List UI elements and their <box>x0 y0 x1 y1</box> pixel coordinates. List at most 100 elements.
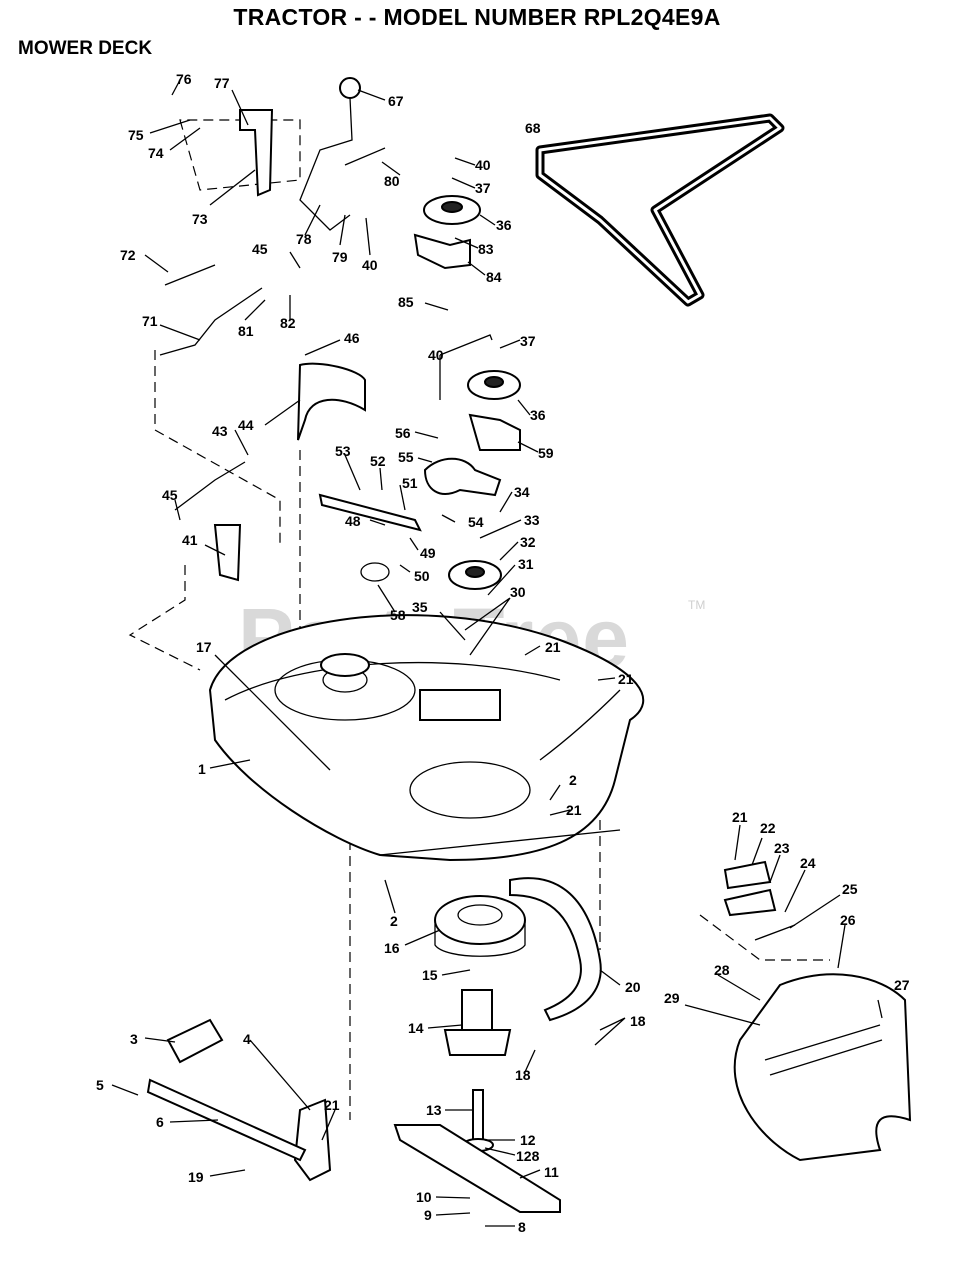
callout-18b: 18 <box>515 1067 531 1083</box>
callout-34: 34 <box>514 484 530 500</box>
callout-81: 81 <box>238 323 254 339</box>
callout-21e: 21 <box>732 809 748 825</box>
callout-79: 79 <box>332 249 348 265</box>
spindle-housing-14 <box>443 989 512 1056</box>
callout-4: 4 <box>243 1031 251 1047</box>
callout-2a: 2 <box>569 772 577 788</box>
callout-56: 56 <box>395 425 411 441</box>
callout-51: 51 <box>402 475 418 491</box>
callout-37b: 37 <box>520 333 536 349</box>
arm-53 <box>318 493 422 532</box>
callout-71: 71 <box>142 313 158 329</box>
callout-17: 17 <box>196 639 212 655</box>
stabilizer-6 <box>146 1078 307 1162</box>
spindle-pulley-32 <box>448 560 502 590</box>
callout-85: 85 <box>398 294 414 310</box>
callout-21b: 21 <box>618 671 634 687</box>
callout-1: 1 <box>198 761 206 777</box>
callout-74: 74 <box>148 145 164 161</box>
callout-40c: 40 <box>428 347 444 363</box>
idler-pulley-36b <box>467 370 521 400</box>
callout-21d: 21 <box>324 1097 340 1113</box>
blade-11 <box>393 1124 561 1213</box>
callout-48: 48 <box>345 513 361 529</box>
pulley-on-deck <box>320 653 370 677</box>
callout-3: 3 <box>130 1031 138 1047</box>
handle-grip-80 <box>344 147 386 166</box>
upper-pulley-36a <box>423 195 481 225</box>
callout-11: 11 <box>544 1164 559 1180</box>
callout-35: 35 <box>412 599 428 615</box>
callout-53: 53 <box>335 443 351 459</box>
lift-link-71 <box>159 287 263 356</box>
callout-49: 49 <box>420 545 436 561</box>
callout-78: 78 <box>296 231 312 247</box>
belt-68 <box>535 113 785 307</box>
idler-arm-55 <box>423 457 502 497</box>
callout-37a: 37 <box>475 180 491 196</box>
lift-bracket-73 <box>239 109 274 197</box>
baffle-bracket-20 <box>509 877 602 1022</box>
callout-36b: 36 <box>530 407 546 423</box>
belt-guard-44 <box>297 362 366 441</box>
callout-13: 13 <box>426 1102 442 1118</box>
callout-32: 32 <box>520 534 536 550</box>
spring-25 <box>754 924 796 941</box>
callout-68: 68 <box>525 120 541 136</box>
callout-16: 16 <box>384 940 400 956</box>
callout-52: 52 <box>370 453 386 469</box>
callout-58: 58 <box>390 607 406 623</box>
callout-84: 84 <box>486 269 502 285</box>
idler-spring-58 <box>360 562 390 582</box>
lift-lever-78 <box>299 77 361 231</box>
callout-9: 9 <box>424 1207 432 1223</box>
callout-14: 14 <box>408 1020 424 1036</box>
callout-54: 54 <box>468 514 484 530</box>
callout-30: 30 <box>510 584 526 600</box>
callout-41: 41 <box>182 532 198 548</box>
callout-46: 46 <box>344 330 360 346</box>
bearing-housing-16 <box>434 895 526 957</box>
callout-8: 8 <box>518 1219 526 1235</box>
callout-73: 73 <box>192 211 208 227</box>
discharge-chute-27 <box>733 973 912 1162</box>
callout-75: 75 <box>128 127 144 143</box>
callout-15: 15 <box>422 967 438 983</box>
mower-deck-housing <box>208 614 645 862</box>
callout-45b: 45 <box>162 487 178 503</box>
callout-43: 43 <box>212 423 228 439</box>
callout-77: 77 <box>214 75 230 91</box>
callout-12: 12 <box>520 1132 536 1148</box>
callout-labels: 67 76 77 75 74 73 78 79 40 80 72 45 81 8… <box>96 71 910 1235</box>
callout-22: 22 <box>760 820 776 836</box>
callout-59: 59 <box>538 445 554 461</box>
callout-23: 23 <box>774 840 790 856</box>
callout-45a: 45 <box>252 241 268 257</box>
leader-lines <box>111 79 883 1227</box>
rod-43 <box>174 461 246 511</box>
callout-40b: 40 <box>475 157 491 173</box>
callout-24: 24 <box>800 855 816 871</box>
callout-21c: 21 <box>566 802 582 818</box>
callout-33: 33 <box>524 512 540 528</box>
callout-19: 19 <box>188 1169 204 1185</box>
callout-28: 28 <box>714 962 730 978</box>
callout-50: 50 <box>414 568 430 584</box>
callout-25: 25 <box>842 881 858 897</box>
callout-40a: 40 <box>362 257 378 273</box>
callout-18a: 18 <box>630 1013 646 1029</box>
section-title: MOWER DECK <box>18 38 153 59</box>
callout-67: 67 <box>388 93 404 109</box>
idler-bracket-84 <box>413 233 471 270</box>
callout-82: 82 <box>280 315 296 331</box>
callout-36a: 36 <box>496 217 512 233</box>
callout-6: 6 <box>156 1114 164 1130</box>
callout-31: 31 <box>518 556 534 572</box>
callout-5: 5 <box>96 1077 104 1093</box>
pulley-guard-59 <box>468 413 521 451</box>
spring-72 <box>164 264 216 286</box>
bracket-41 <box>213 524 242 582</box>
callout-83: 83 <box>478 241 494 257</box>
callout-55: 55 <box>398 449 414 465</box>
